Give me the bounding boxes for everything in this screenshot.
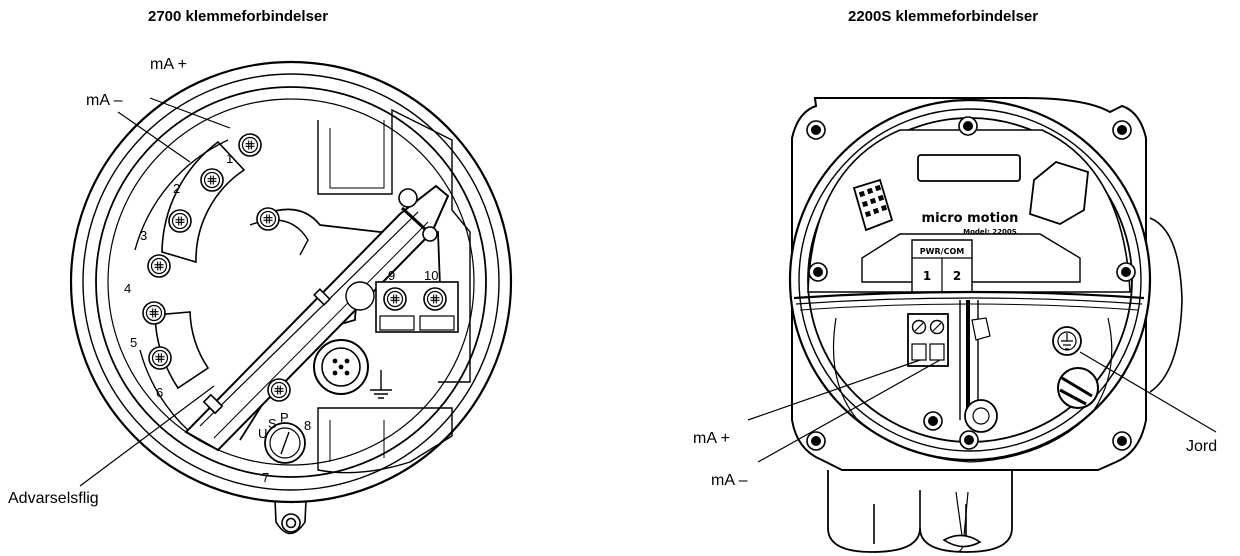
nameplate-terminal-1: 1 (923, 269, 931, 283)
usp-letter-p: P (280, 410, 289, 425)
model-text: Model: 2200S (963, 228, 1017, 236)
transmitter-2700 (69, 60, 513, 535)
usp-letter-u: U (258, 426, 267, 441)
left-leader-lines (79, 97, 231, 487)
right-label-ma-minus: mA – (711, 472, 748, 489)
usp-letter-s: S (268, 416, 277, 431)
terminal-number-3: 3 (140, 228, 147, 243)
right-label-ground: Jord (1186, 438, 1218, 455)
terminal-number-1: 1 (226, 151, 233, 166)
display-window (917, 154, 1021, 182)
right-leader-lines (747, 351, 1217, 463)
right-diagram-title: 2200S klemmeforbindelser (848, 8, 1039, 25)
terminal-number-4: 4 (124, 281, 131, 296)
left-terminal-numbers: 1 2 3 4 5 6 7 8 9 10 U S P (124, 151, 438, 485)
housing-inner-ring (95, 86, 487, 478)
terminal-number-10: 10 (424, 268, 438, 283)
terminal-number-9: 9 (388, 268, 395, 283)
terminal-number-2: 2 (173, 181, 180, 196)
center-port (345, 281, 375, 311)
housing-mid-ring (82, 73, 500, 491)
nameplate-terminal-2: 2 (953, 269, 961, 283)
transmitter-2200s (788, 97, 1183, 553)
pwr-com-text: PWR/COM (920, 247, 964, 256)
terminal-number-8: 8 (304, 418, 311, 433)
left-label-ma-minus: mA – (86, 92, 123, 109)
ground-symbol-2700 (370, 370, 392, 399)
terminal-number-6: 6 (156, 385, 163, 400)
left-label-ma-plus: mA + (150, 56, 187, 73)
warning-flag (184, 184, 450, 452)
terminal-number-5: 5 (130, 335, 137, 350)
left-diagram-title: 2700 klemmeforbindelser (148, 8, 329, 25)
right-label-ma-plus: mA + (693, 430, 730, 447)
left-label-warning-flag: Advarselsflig (8, 490, 99, 507)
brand-text: micro motion (922, 211, 1019, 226)
right-nameplate-text: micro motion Model: 2200S PWR/COM 1 2 (920, 211, 1019, 283)
terminal-number-7: 7 (262, 470, 269, 485)
